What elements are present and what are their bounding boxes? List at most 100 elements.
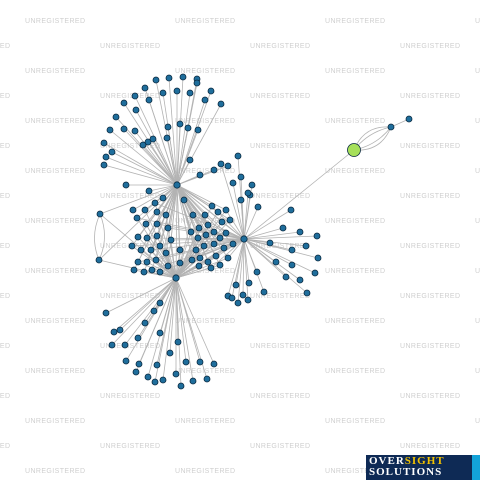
graph-node[interactable] <box>200 242 208 250</box>
graph-node[interactable] <box>184 124 192 132</box>
graph-node[interactable] <box>405 115 413 123</box>
graph-node[interactable] <box>248 181 256 189</box>
graph-node[interactable] <box>302 242 310 250</box>
graph-node[interactable] <box>187 228 195 236</box>
graph-node[interactable] <box>229 240 237 248</box>
graph-node[interactable] <box>145 187 153 195</box>
graph-node[interactable] <box>186 89 194 97</box>
graph-node[interactable] <box>149 135 157 143</box>
graph-node[interactable] <box>288 261 296 269</box>
graph-node[interactable] <box>137 246 145 254</box>
graph-node[interactable] <box>193 79 201 87</box>
graph-node[interactable] <box>102 153 110 161</box>
graph-node[interactable] <box>266 239 274 247</box>
graph-node[interactable] <box>228 294 236 302</box>
graph-node[interactable] <box>208 202 216 210</box>
graph-node[interactable] <box>153 208 161 216</box>
graph-node[interactable] <box>173 87 181 95</box>
graph-node[interactable] <box>203 375 211 383</box>
graph-node[interactable] <box>116 326 124 334</box>
graph-node[interactable] <box>296 276 304 284</box>
graph-node[interactable] <box>102 309 110 317</box>
hub-node[interactable] <box>173 181 181 189</box>
graph-node[interactable] <box>311 269 319 277</box>
graph-node[interactable] <box>120 125 128 133</box>
graph-node[interactable] <box>288 246 296 254</box>
graph-node[interactable] <box>201 211 209 219</box>
graph-node[interactable] <box>134 334 142 342</box>
graph-node[interactable] <box>244 296 252 304</box>
graph-node[interactable] <box>163 134 171 142</box>
graph-node[interactable] <box>152 256 160 264</box>
graph-node[interactable] <box>152 76 160 84</box>
graph-node[interactable] <box>174 338 182 346</box>
graph-node[interactable] <box>130 266 138 274</box>
graph-node[interactable] <box>217 160 225 168</box>
graph-node[interactable] <box>229 179 237 187</box>
graph-node[interactable] <box>148 266 156 274</box>
graph-node[interactable] <box>164 262 172 270</box>
graph-node[interactable] <box>282 273 290 281</box>
graph-node[interactable] <box>162 211 170 219</box>
graph-node[interactable] <box>204 221 212 229</box>
graph-node[interactable] <box>210 240 218 248</box>
graph-node[interactable] <box>112 113 120 121</box>
graph-node[interactable] <box>143 234 151 242</box>
graph-node[interactable] <box>100 139 108 147</box>
graph-node[interactable] <box>132 368 140 376</box>
graph-node[interactable] <box>164 224 172 232</box>
graph-node[interactable] <box>143 258 151 266</box>
graph-node[interactable] <box>194 234 202 242</box>
graph-node[interactable] <box>196 254 204 262</box>
graph-node[interactable] <box>272 258 280 266</box>
graph-node[interactable] <box>189 377 197 385</box>
graph-node[interactable] <box>122 357 130 365</box>
graph-node[interactable] <box>176 246 184 254</box>
graph-node[interactable] <box>150 307 158 315</box>
graph-node[interactable] <box>141 319 149 327</box>
graph-node[interactable] <box>260 288 268 296</box>
graph-node[interactable] <box>216 234 224 242</box>
graph-node[interactable] <box>202 231 210 239</box>
graph-node[interactable] <box>195 224 203 232</box>
graph-node[interactable] <box>153 361 161 369</box>
graph-node[interactable] <box>189 211 197 219</box>
graph-node[interactable] <box>167 236 175 244</box>
graph-node[interactable] <box>159 376 167 384</box>
graph-node[interactable] <box>279 224 287 232</box>
graph-node[interactable] <box>156 299 164 307</box>
graph-node[interactable] <box>287 206 295 214</box>
graph-node[interactable] <box>120 99 128 107</box>
graph-node[interactable] <box>186 156 194 164</box>
graph-node[interactable] <box>156 329 164 337</box>
graph-node[interactable] <box>196 171 204 179</box>
graph-node[interactable] <box>134 233 142 241</box>
graph-node[interactable] <box>159 89 167 97</box>
graph-node[interactable] <box>122 181 130 189</box>
graph-node[interactable] <box>222 229 230 237</box>
graph-node[interactable] <box>224 162 232 170</box>
graph-node[interactable] <box>195 262 203 270</box>
graph-node[interactable] <box>164 123 172 131</box>
graph-node[interactable] <box>134 258 142 266</box>
graph-node[interactable] <box>131 92 139 100</box>
graph-node[interactable] <box>177 382 185 390</box>
graph-node[interactable] <box>204 258 212 266</box>
graph-node[interactable] <box>192 246 200 254</box>
graph-node[interactable] <box>210 360 218 368</box>
graph-node[interactable] <box>222 206 230 214</box>
graph-node[interactable] <box>166 349 174 357</box>
graph-node[interactable] <box>153 232 161 240</box>
graph-node[interactable] <box>194 126 202 134</box>
graph-node[interactable] <box>303 289 311 297</box>
graph-node[interactable] <box>139 141 147 149</box>
graph-node[interactable] <box>108 148 116 156</box>
graph-node[interactable] <box>176 259 184 267</box>
graph-node[interactable] <box>210 166 218 174</box>
hub-node[interactable] <box>240 235 248 243</box>
graph-node[interactable] <box>151 378 159 386</box>
graph-node[interactable] <box>133 214 141 222</box>
graph-node[interactable] <box>162 249 170 257</box>
graph-node[interactable] <box>314 254 322 262</box>
graph-node[interactable] <box>144 373 152 381</box>
